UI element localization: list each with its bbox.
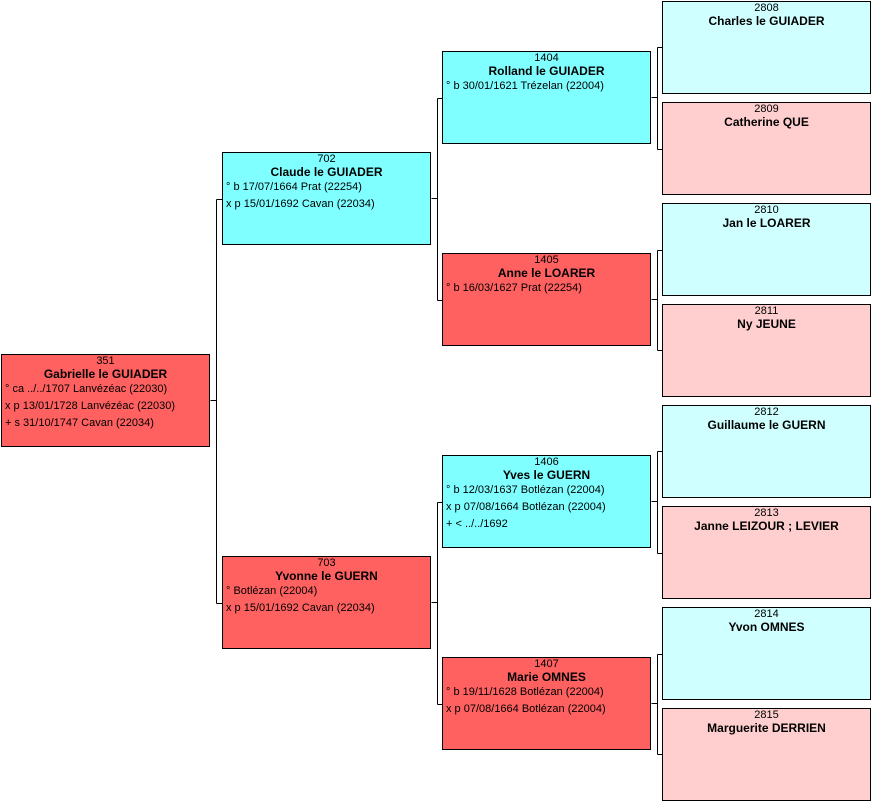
person-name: Marie OMNES bbox=[507, 670, 586, 684]
person-name: Janne LEIZOUR ; LEVIER bbox=[694, 519, 839, 533]
person-name: Claude le GUIADER bbox=[270, 165, 383, 179]
person-name: Charles le GUIADER bbox=[708, 14, 825, 28]
sosa-number: 2814 bbox=[754, 608, 779, 620]
connector-702 bbox=[431, 98, 443, 301]
death-event: + s 31/10/1747 Cavan (22034) bbox=[5, 417, 154, 429]
birth-event: ° b 17/07/1664 Prat (22254) bbox=[226, 181, 362, 193]
person-card-2812[interactable]: 2812 Guillaume le GUERN bbox=[662, 405, 871, 498]
sosa-number: 2809 bbox=[754, 103, 779, 115]
sosa-number: 2810 bbox=[754, 204, 779, 216]
connector-1404 bbox=[651, 47, 663, 150]
birth-event: ° Botlézan (22004) bbox=[226, 585, 318, 597]
person-name: Marguerite DERRIEN bbox=[707, 721, 826, 735]
sosa-number: 2812 bbox=[754, 406, 779, 418]
birth-event: ° b 30/01/1621 Trézelan (22004) bbox=[446, 80, 604, 92]
sosa-number: 2813 bbox=[754, 507, 779, 519]
sosa-number: 702 bbox=[317, 153, 336, 165]
connector-351 bbox=[210, 199, 223, 604]
birth-event: ° b 19/11/1628 Botlézan (22004) bbox=[446, 686, 604, 698]
sosa-number: 1407 bbox=[534, 658, 559, 670]
connector-1405 bbox=[651, 250, 663, 351]
person-name: Yvonne le GUERN bbox=[275, 569, 378, 583]
sosa-number: 351 bbox=[96, 355, 115, 367]
person-card-351[interactable]: 351 Gabrielle le GUIADER ° ca ../../1707… bbox=[1, 354, 210, 447]
person-name: Yves le GUERN bbox=[502, 468, 591, 482]
person-name: Guillaume le GUERN bbox=[707, 418, 826, 432]
sosa-number: 1405 bbox=[534, 254, 559, 266]
marriage-event: x p 07/08/1664 Botlézan (22004) bbox=[446, 501, 606, 513]
marriage-event: x p 13/01/1728 Lanvézéac (22030) bbox=[5, 400, 176, 412]
sosa-number: 1406 bbox=[534, 456, 559, 468]
sosa-number: 703 bbox=[317, 557, 336, 569]
birth-event: ° b 16/03/1627 Prat (22254) bbox=[446, 282, 582, 294]
sosa-number: 2811 bbox=[754, 305, 779, 317]
person-card-2809[interactable]: 2809 Catherine QUE bbox=[662, 102, 871, 195]
person-name: Jan le LOARER bbox=[722, 216, 811, 230]
person-card-1407[interactable]: 1407 Marie OMNES ° b 19/11/1628 Botlézan… bbox=[442, 657, 651, 750]
person-name: Yvon OMNES bbox=[728, 620, 805, 634]
marriage-event: x p 15/01/1692 Cavan (22034) bbox=[226, 198, 375, 210]
connector-1407 bbox=[651, 654, 663, 755]
person-card-1405[interactable]: 1405 Anne le LOARER ° b 16/03/1627 Prat … bbox=[442, 253, 651, 346]
person-name: Catherine QUE bbox=[724, 115, 809, 129]
person-name: Gabrielle le GUIADER bbox=[43, 367, 168, 381]
person-card-703[interactable]: 703 Yvonne le GUERN ° Botlézan (22004) x… bbox=[222, 556, 431, 649]
person-card-2811[interactable]: 2811 Ny JEUNE bbox=[662, 304, 871, 397]
marriage-event: x p 15/01/1692 Cavan (22034) bbox=[226, 602, 375, 614]
person-card-1406[interactable]: 1406 Yves le GUERN ° b 12/03/1637 Botléz… bbox=[442, 455, 651, 548]
sosa-number: 2808 bbox=[754, 2, 779, 14]
person-name: Ny JEUNE bbox=[737, 317, 796, 331]
connector-1406 bbox=[651, 451, 663, 554]
person-card-2815[interactable]: 2815 Marguerite DERRIEN bbox=[662, 708, 871, 801]
person-name: Anne le LOARER bbox=[497, 266, 596, 280]
sosa-number: 2815 bbox=[754, 709, 779, 721]
person-card-2808[interactable]: 2808 Charles le GUIADER bbox=[662, 1, 871, 94]
person-card-2810[interactable]: 2810 Jan le LOARER bbox=[662, 203, 871, 296]
death-event: + < ../../1692 bbox=[446, 518, 508, 530]
birth-event: ° ca ../../1707 Lanvézéac (22030) bbox=[5, 383, 168, 395]
person-card-2813[interactable]: 2813 Janne LEIZOUR ; LEVIER bbox=[662, 506, 871, 599]
person-card-2814[interactable]: 2814 Yvon OMNES bbox=[662, 607, 871, 700]
person-card-702[interactable]: 702 Claude le GUIADER ° b 17/07/1664 Pra… bbox=[222, 152, 431, 245]
sosa-number: 1404 bbox=[534, 52, 559, 64]
birth-event: ° b 12/03/1637 Botlézan (22004) bbox=[446, 484, 605, 496]
person-card-1404[interactable]: 1404 Rolland le GUIADER ° b 30/01/1621 T… bbox=[442, 51, 651, 144]
person-name: Rolland le GUIADER bbox=[488, 64, 605, 78]
marriage-event: x p 07/08/1664 Botlézan (22004) bbox=[446, 703, 606, 715]
connector-703 bbox=[431, 502, 443, 705]
